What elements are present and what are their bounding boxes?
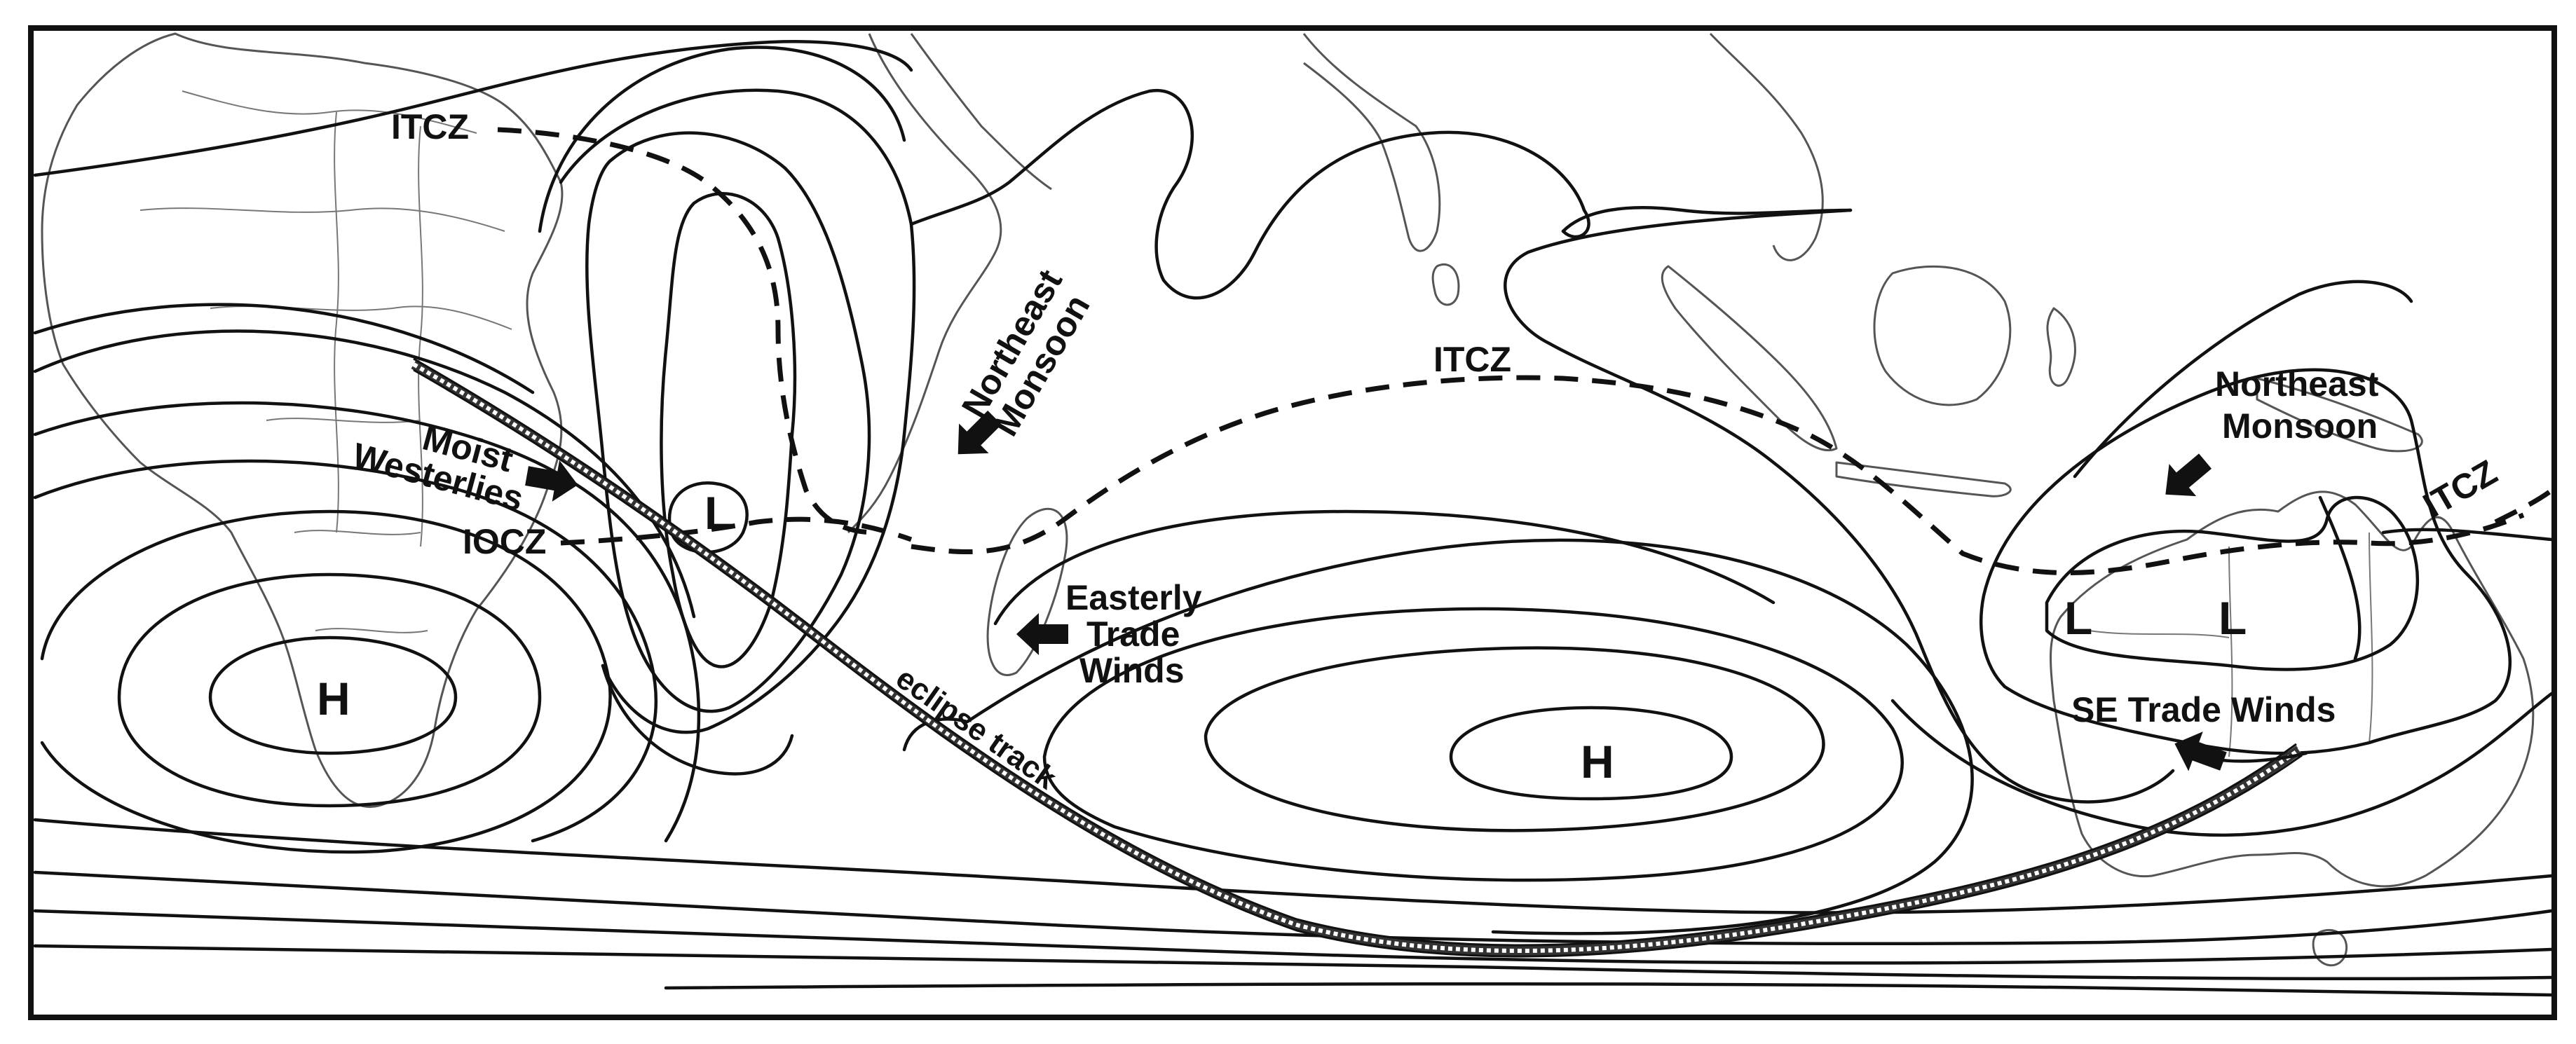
northeast-monsoon-australia-line1: Northeast bbox=[2215, 364, 2379, 404]
isobar-east-right bbox=[2381, 528, 2554, 542]
isobar-indian-high-4 bbox=[902, 538, 1974, 935]
low-pressure-australia-east: L bbox=[2219, 592, 2247, 644]
africa-coastline bbox=[41, 32, 564, 808]
easterly-trade-winds-line2: Trade bbox=[1086, 614, 1180, 654]
australia-coastline bbox=[2050, 490, 2535, 888]
isobar-australia-south bbox=[1890, 692, 2554, 837]
arrow-icon bbox=[958, 411, 1002, 455]
isobar-south-2 bbox=[33, 870, 2554, 945]
itcz-label-ocean: ITCZ bbox=[1433, 340, 1511, 379]
indochina-coastline bbox=[1709, 32, 1824, 261]
isobar-indian-high-3 bbox=[1042, 607, 1904, 882]
sulawesi-coastline bbox=[2046, 307, 2076, 387]
isobar-africa-low-1 bbox=[667, 481, 749, 554]
arrow-icon bbox=[2174, 732, 2227, 771]
arrow-icon bbox=[2165, 453, 2212, 497]
isobar-atlantic-high-2 bbox=[117, 572, 542, 808]
high-pressure-atlantic: H bbox=[317, 673, 350, 724]
se-trade-winds-label: SE Trade Winds bbox=[2071, 690, 2336, 729]
isobar-south-4 bbox=[33, 944, 2554, 981]
northeast-monsoon-label-africa: Northeast Monsoon bbox=[954, 263, 1098, 442]
itcz-lines bbox=[497, 127, 2554, 575]
isobar-indian-ocean-bay bbox=[1253, 130, 1590, 254]
itcz-label-east: ITCZ bbox=[2417, 452, 2504, 525]
isobar-indian-high-5 bbox=[993, 509, 1776, 626]
isobar-australia-right bbox=[2318, 495, 2362, 661]
northeast-monsoon-australia-line2: Monsoon bbox=[2222, 406, 2378, 446]
isobar-south-5 bbox=[664, 982, 2554, 997]
low-pressure-africa: L bbox=[704, 487, 732, 539]
isobar-north-1 bbox=[33, 40, 913, 177]
wind-arrows bbox=[525, 411, 2308, 771]
isobar-australia-outer bbox=[1979, 368, 2512, 755]
isobar-east-top-right bbox=[2073, 280, 2413, 479]
low-pressure-australia-west: L bbox=[2064, 592, 2092, 644]
isobar-south-3 bbox=[33, 909, 2554, 965]
isobar-indian-high-1 bbox=[1449, 706, 1733, 801]
isobar-atlantic-high-7 bbox=[33, 303, 535, 394]
map-labels: ITCZ ITCZ ITCZ Northeast Monsoon Northea… bbox=[317, 107, 2504, 796]
isobar-east-top bbox=[1561, 206, 1853, 233]
isobar-australia-low bbox=[2045, 495, 2420, 671]
sumatra-coastline bbox=[1661, 265, 1838, 452]
itcz-label-africa: ITCZ bbox=[391, 107, 469, 146]
country-borders bbox=[139, 90, 2373, 757]
eclipse-track bbox=[411, 357, 2303, 958]
se-trade-arrow-line bbox=[2220, 751, 2308, 763]
arabia-coastline bbox=[910, 33, 1052, 191]
isobar-atlantic-high-4 bbox=[33, 459, 658, 843]
isobar-atlantic-high-1 bbox=[208, 636, 458, 755]
eclipse-track-hatching bbox=[412, 362, 2301, 953]
arrow-icon bbox=[1016, 613, 1068, 655]
isobar-africa-low-3 bbox=[585, 131, 871, 713]
arrow-icon bbox=[525, 460, 578, 502]
high-pressure-indian: H bbox=[1581, 736, 1614, 788]
eclipse-track-edge-south bbox=[413, 369, 2303, 958]
isobar-indian-ocean-north bbox=[909, 88, 1257, 300]
isobar-east-loop bbox=[1504, 208, 2175, 804]
madagascar-coastline bbox=[986, 507, 1068, 676]
horn-of-africa-coastline bbox=[847, 33, 1002, 534]
java-coastline bbox=[1835, 461, 2012, 497]
itcz-line-east-end bbox=[2494, 488, 2554, 525]
isobar-atlantic-high-6 bbox=[33, 329, 696, 619]
easterly-trade-winds-line1: Easterly bbox=[1065, 578, 1202, 617]
isobar-africa-low-5 bbox=[538, 46, 906, 233]
eclipse-track-edge-north bbox=[413, 357, 2297, 947]
india-coastline bbox=[1302, 33, 1441, 252]
itcz-line-iocz bbox=[560, 516, 913, 546]
isobar-africa-low-2 bbox=[660, 192, 797, 668]
new-guinea-coastline bbox=[2256, 377, 2423, 453]
borneo-coastline bbox=[1873, 265, 2012, 406]
map-frame bbox=[28, 25, 2557, 1020]
isobar-south-1 bbox=[33, 818, 2554, 914]
isobar-south-africa bbox=[601, 664, 794, 776]
easterly-trade-winds-line3: Winds bbox=[1079, 651, 1185, 690]
iocz-label: IOCZ bbox=[463, 522, 546, 561]
isobars bbox=[33, 40, 2554, 997]
isobar-indian-high-2 bbox=[1204, 646, 1825, 832]
isobar-africa-low-4 bbox=[559, 88, 916, 734]
sri-lanka-coastline bbox=[1431, 263, 1460, 306]
